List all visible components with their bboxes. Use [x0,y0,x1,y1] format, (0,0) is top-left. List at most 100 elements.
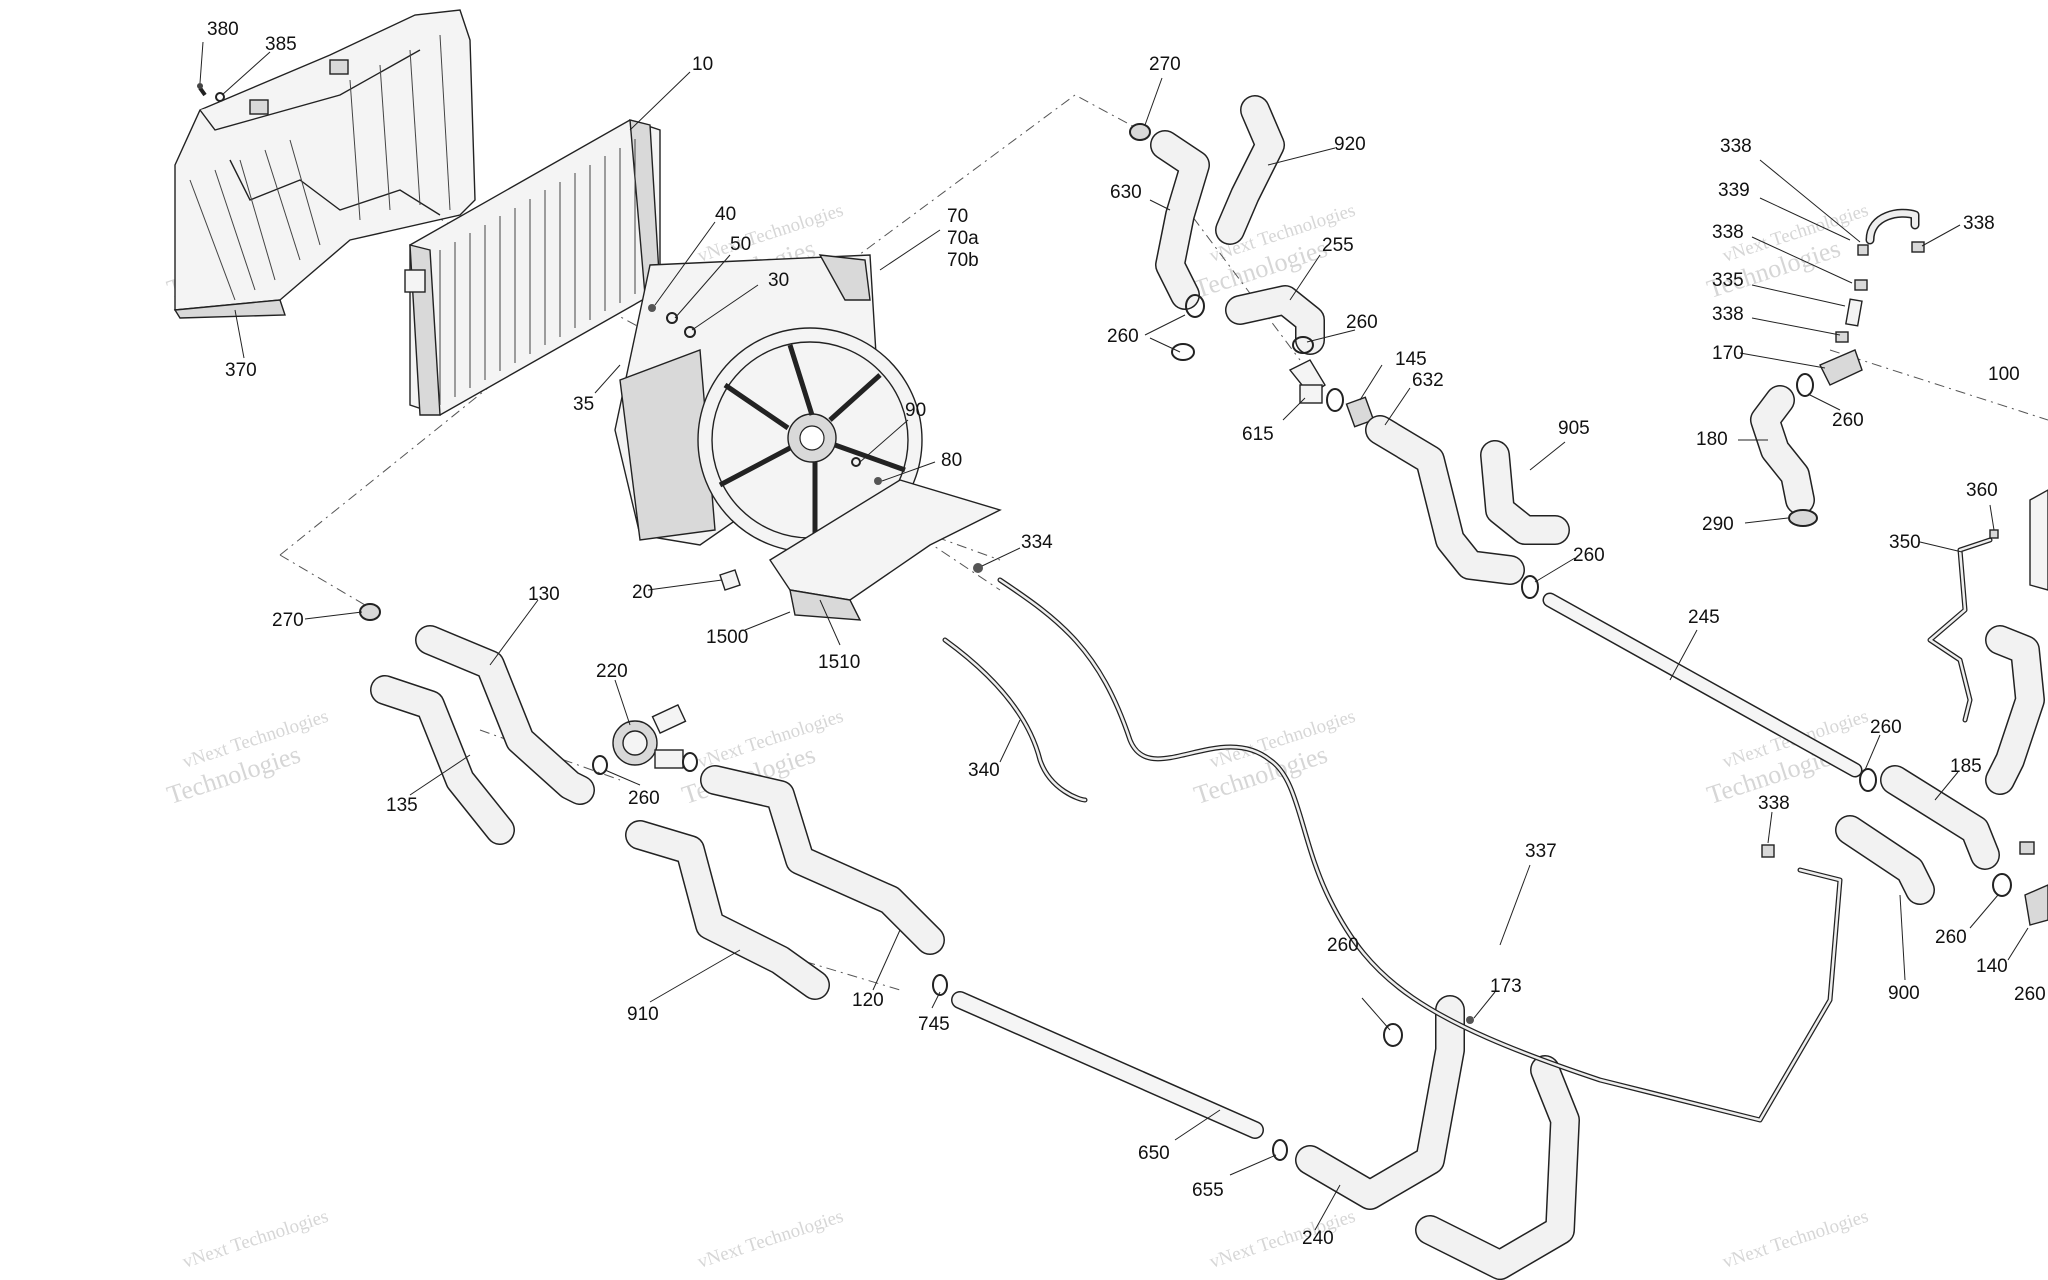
hose-910 [625,820,830,1000]
clamp-260-tr [1796,373,1814,397]
callout: 338 [1712,222,1744,243]
fan-mount [719,569,741,591]
fitting-145 [1326,388,1375,428]
callout: 70 [947,206,968,227]
watermark-text: vNext Technologies [1207,1206,1358,1273]
hose-130 [415,625,595,805]
callout: 70b [947,250,979,271]
tube-340 [942,637,1088,803]
callout: 630 [1110,182,1142,203]
callout: 270 [272,610,304,631]
screw-380 [197,83,207,97]
callout: 350 [1889,532,1921,553]
callout: 140 [1976,956,2008,977]
clamp-270-top [1129,123,1151,141]
callout: 900 [1888,983,1920,1004]
callout: 338 [1963,213,1995,234]
fastener-334 [973,563,983,573]
hose-900 [1835,815,1935,905]
callout: 338 [1712,304,1744,325]
watermark-text: vNext Technologies [695,1206,846,1273]
callout: 905 [1558,418,1590,439]
clamp-290 [1788,509,1818,527]
reservoir-100 [2029,489,2048,591]
callout: 260 [1870,717,1902,738]
hose-240 [1295,995,1465,1210]
callout: 35 [573,394,594,415]
callout: 338 [1758,793,1790,814]
callout: 260 [1327,935,1359,956]
leader-lines [199,41,2029,1231]
callout: 130 [528,584,560,605]
callout: 135 [386,795,418,816]
radiator-shroud [173,9,476,319]
hose-180 [1750,385,1815,515]
callout: 340 [968,760,1000,781]
watermark-text: vNext Technologies [180,1206,331,1273]
callout: 40 [715,204,736,225]
callout: 185 [1950,756,1982,777]
clamp-745 [932,974,948,996]
washer-385 [215,92,225,102]
clamp-260-near-220 [682,752,698,772]
callout: 120 [852,990,884,1011]
callout-labels: 380 385 10 370 40 50 30 35 70 70a 70b 90… [207,19,2046,1249]
clamp-360 [1989,529,1999,539]
clamp-left [592,755,608,775]
callout: 632 [1412,370,1444,391]
callout: 240 [1302,1228,1334,1249]
hose-right-edge [1985,625,2045,795]
callout: 1510 [818,652,860,673]
fitting-140 [2024,884,2048,926]
fasteners-40-50-30 [648,304,696,338]
callout: 290 [1702,514,1734,535]
callout: 655 [1192,1180,1224,1201]
callout: 100 [1988,364,2020,385]
callout: 260 [1573,545,1605,566]
clamp-270-left [359,603,381,621]
callout: 10 [692,54,713,75]
callout: 70a [947,228,979,249]
tube-245 [1542,592,1863,778]
clamps-260-upper [1171,294,1314,361]
callout: 255 [1322,235,1354,256]
fan-assembly [614,254,923,553]
callout: 260 [2014,984,2046,1005]
callout: 360 [1966,480,1998,501]
hose-135 [370,675,515,845]
callout: 245 [1688,607,1720,628]
callout: 650 [1138,1143,1170,1164]
clamp-260-mid [1521,575,1539,599]
hose-630 [1150,130,1210,310]
callout: 80 [941,450,962,471]
callout: 260 [1107,326,1139,347]
tube-350 [1927,537,1993,723]
callout: 335 [1712,270,1744,291]
callout: 910 [627,1004,659,1025]
clamp-338-right [1761,841,2035,858]
callout: 270 [1149,54,1181,75]
clamp-260-right [1859,768,2012,897]
mounting-bracket [769,479,1002,621]
hose-632 [1365,415,1525,585]
callout: 260 [1832,410,1864,431]
fastener-173 [1466,1016,1474,1024]
callout: 180 [1696,429,1728,450]
callout: 173 [1490,976,1522,997]
hose-185 [1880,765,2000,870]
callout: 334 [1021,532,1053,553]
callout: 1500 [706,627,748,648]
callout: 260 [1935,927,1967,948]
callout: 145 [1395,349,1427,370]
hose-920 [1215,95,1285,245]
hose-905 [1480,440,1570,545]
thermostat-housing-220 [612,703,687,769]
callout: 338 [1720,136,1752,157]
callout: 260 [1346,312,1378,333]
clamp-655 [1272,1139,1288,1161]
callout: 337 [1525,841,1557,862]
callout: 745 [918,1014,950,1035]
callout: 220 [596,661,628,682]
tee-615 [1288,359,1326,404]
